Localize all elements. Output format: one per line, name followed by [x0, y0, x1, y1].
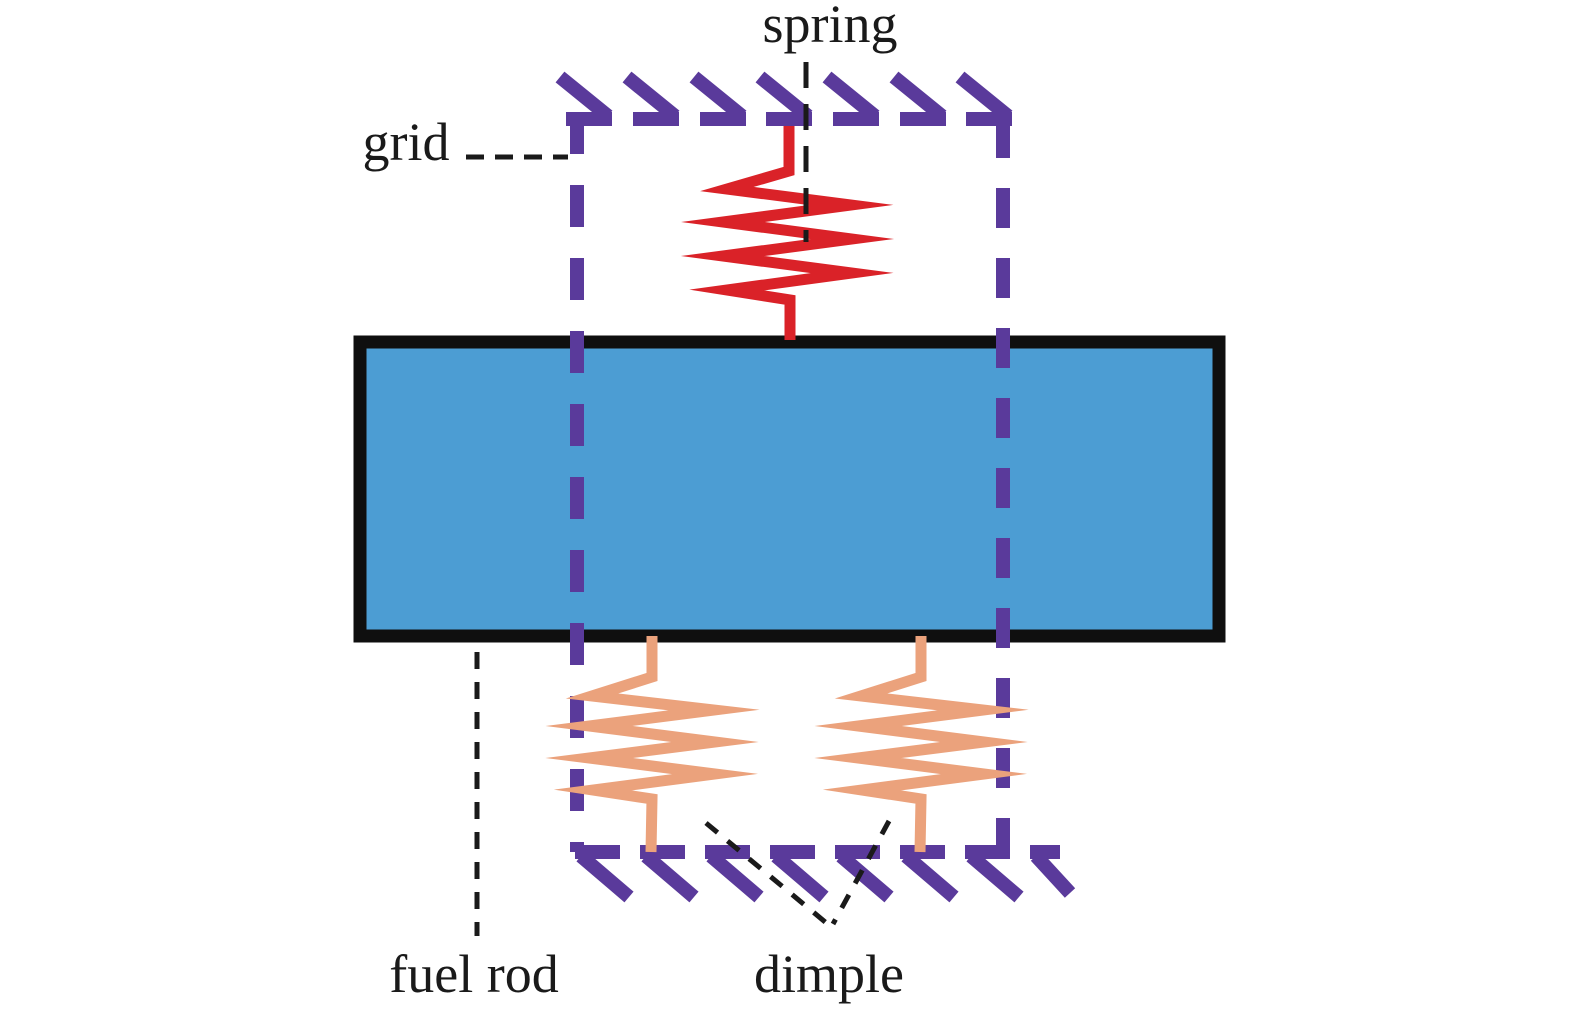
labels: spring grid fuel rod dimple	[363, 0, 904, 1004]
spring	[680, 126, 895, 340]
spring-coil	[680, 126, 895, 340]
dimple-coils	[545, 636, 1029, 853]
fuel-rod-rect	[353, 335, 1226, 643]
grid-top-edge	[555, 71, 1013, 126]
spring-label: spring	[763, 0, 898, 54]
leader-lines	[466, 62, 892, 936]
dimple-coil-right	[814, 636, 1029, 853]
dimple-leader-right	[830, 819, 892, 926]
dimple-coil-left	[545, 636, 760, 853]
fuel-rod-label: fuel rod	[389, 944, 558, 1004]
grid-label: grid	[363, 112, 450, 172]
dimple-label: dimple	[754, 944, 904, 1004]
grid-bottom-edge	[575, 845, 1076, 903]
fuel-rod	[353, 335, 1226, 643]
